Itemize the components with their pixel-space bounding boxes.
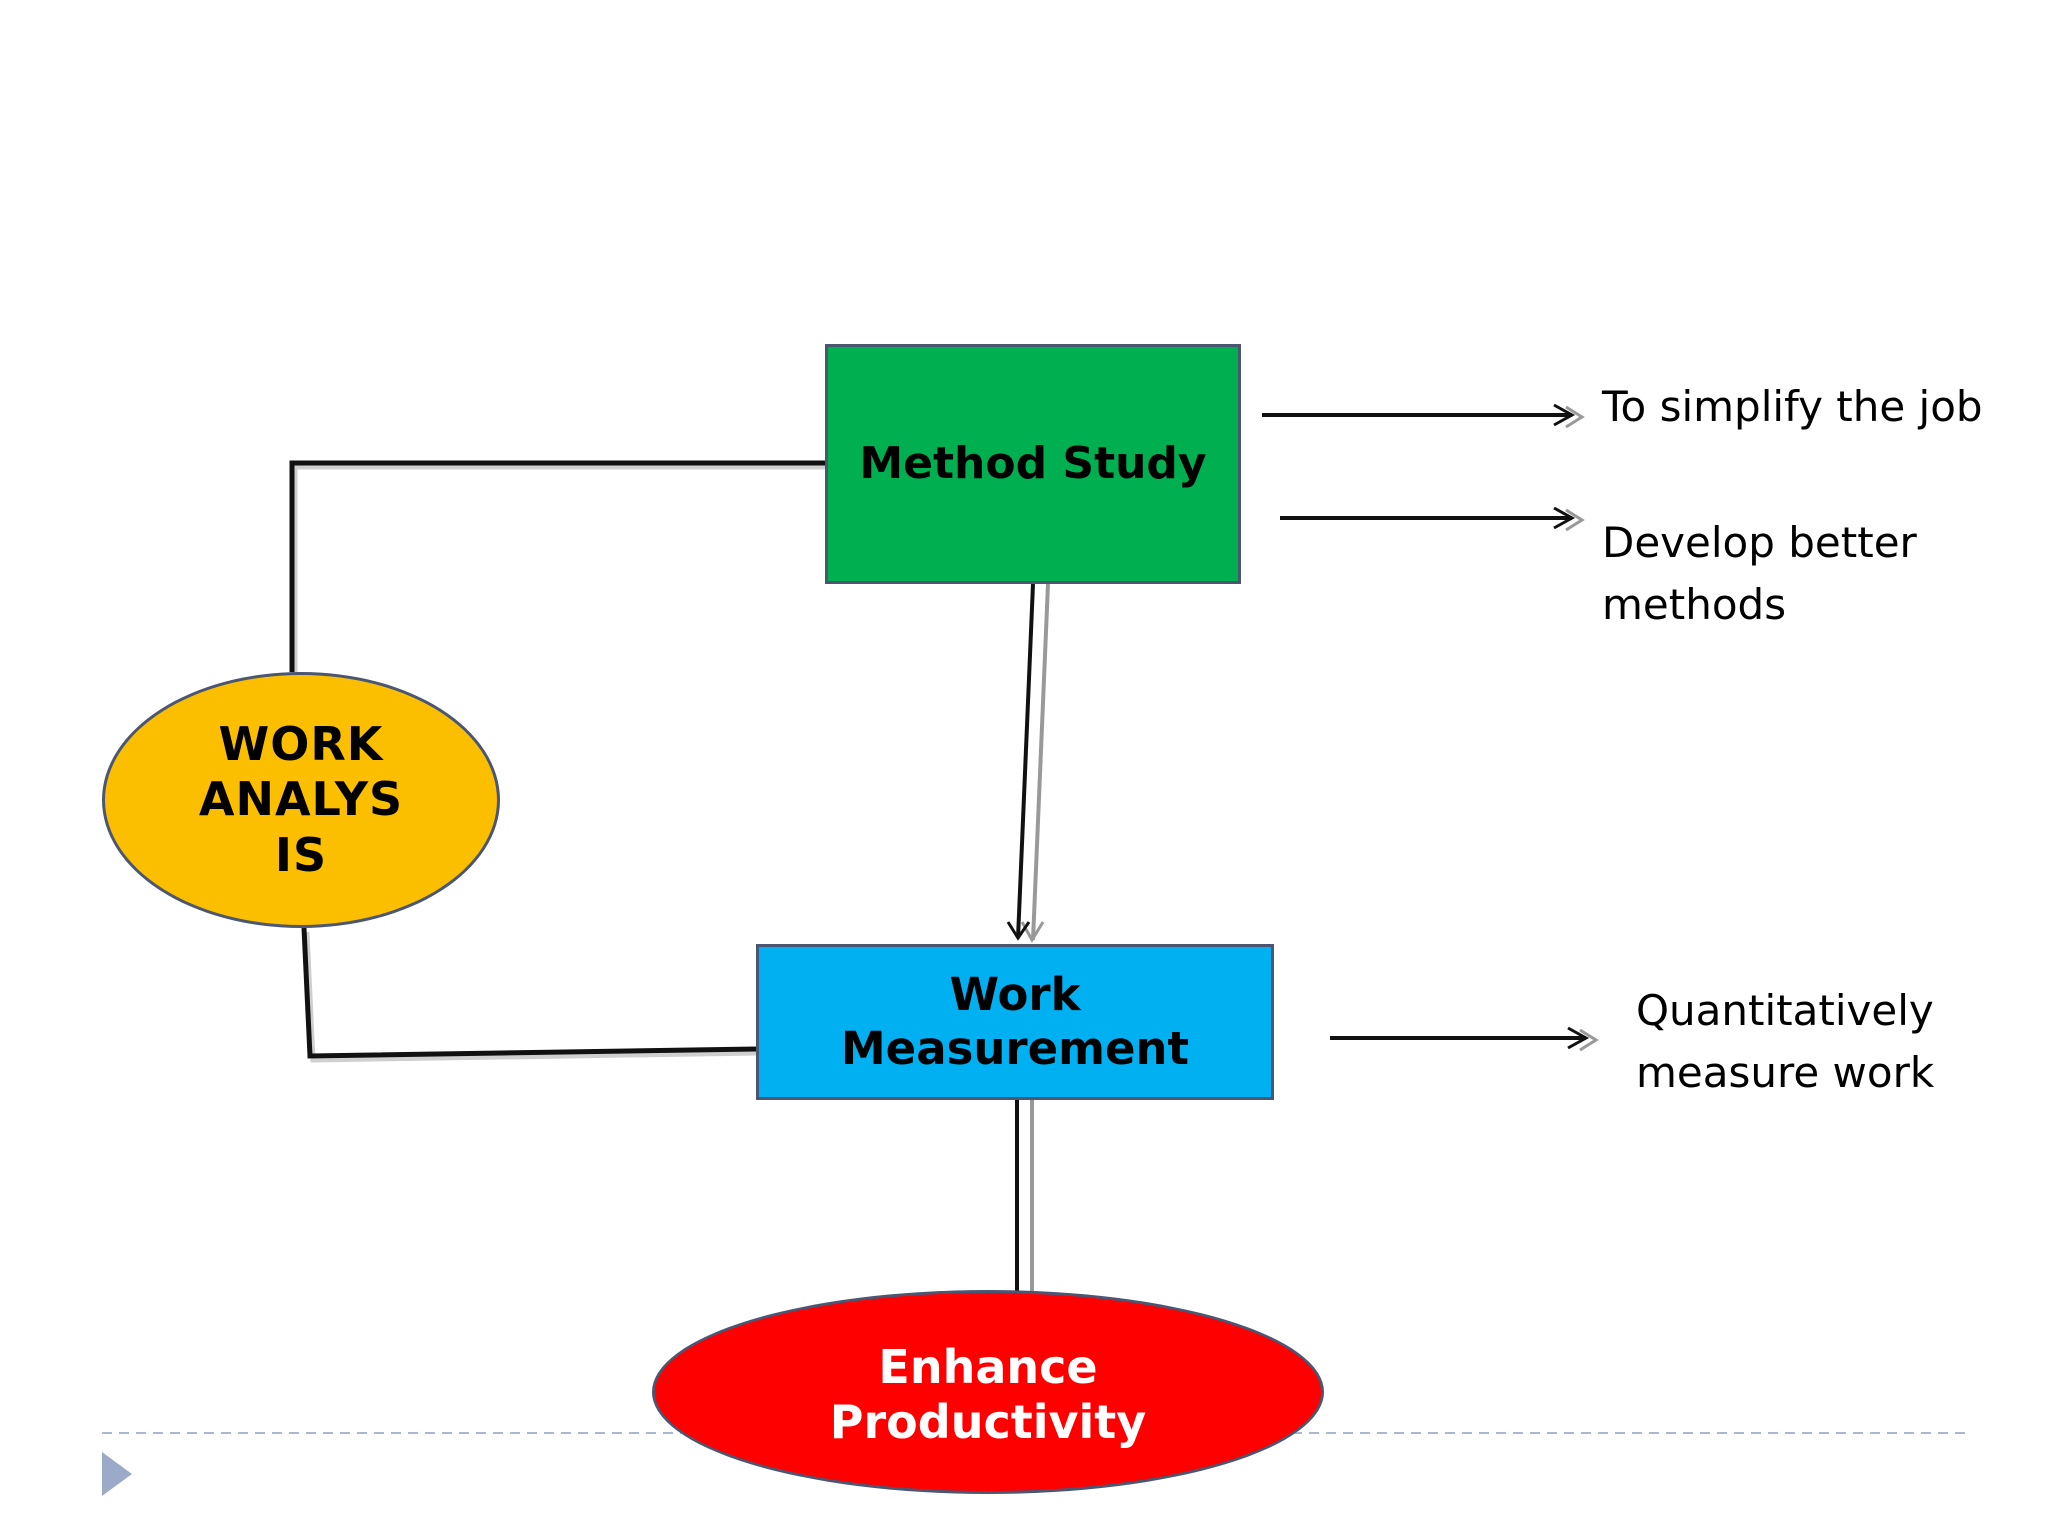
connector-method-study-to-work-measurement xyxy=(1031,583,1050,941)
enhance-productivity-label-line-1: Enhance xyxy=(878,1339,1098,1394)
work-analysis-label-line-1: WORK xyxy=(218,717,384,772)
work-measurement-box: Work Measurement xyxy=(756,944,1274,1100)
arrowhead-right xyxy=(1553,403,1576,427)
connector-analysis-to-work-measurement xyxy=(304,931,760,1063)
method-study-label: Method Study xyxy=(859,437,1207,489)
work-measurement-label-line-2: Measurement xyxy=(840,1022,1190,1075)
note-develop-line-2: methods xyxy=(1602,580,1787,629)
connector-analysis-to-method-study xyxy=(289,460,825,672)
work-analysis-ellipse: WORK ANALYS IS xyxy=(102,672,500,928)
arrowhead-right xyxy=(1565,405,1585,429)
note-simplify-line-1: To simplify the job xyxy=(1602,382,1983,431)
connector-method-study-to-work-measurement xyxy=(1016,583,1035,939)
work-measurement-label-line-1: Work xyxy=(949,968,1081,1021)
note-quantitative-measure: Quantitatively measure work xyxy=(1636,980,1934,1104)
connector-analysis-to-method-study xyxy=(292,464,828,676)
note-quantitative-line-2: measure work xyxy=(1636,1048,1935,1097)
connector-analysis-to-work-measurement xyxy=(301,927,757,1059)
method-study-box: Method Study xyxy=(825,344,1241,584)
note-develop-line-1: Develop better xyxy=(1602,518,1917,567)
arrowhead-right xyxy=(1579,1028,1599,1052)
enhance-productivity-label-line-2: Productivity xyxy=(829,1395,1147,1449)
arrowhead-down xyxy=(1006,921,1031,941)
work-analysis-label-line-3: IS xyxy=(274,827,328,882)
note-quantitative-line-1: Quantitatively xyxy=(1636,986,1934,1035)
play-triangle-icon xyxy=(102,1452,132,1496)
arrowhead-right xyxy=(1565,508,1585,532)
note-simplify-job: To simplify the job xyxy=(1602,376,1983,438)
arrowhead-right xyxy=(1567,1026,1590,1050)
work-analysis-label-line-2: ANALYS xyxy=(198,772,404,827)
arrowhead-right xyxy=(1553,506,1576,530)
enhance-productivity-ellipse: Enhance Productivity xyxy=(652,1290,1324,1494)
note-develop-methods: Develop better methods xyxy=(1602,512,1917,636)
